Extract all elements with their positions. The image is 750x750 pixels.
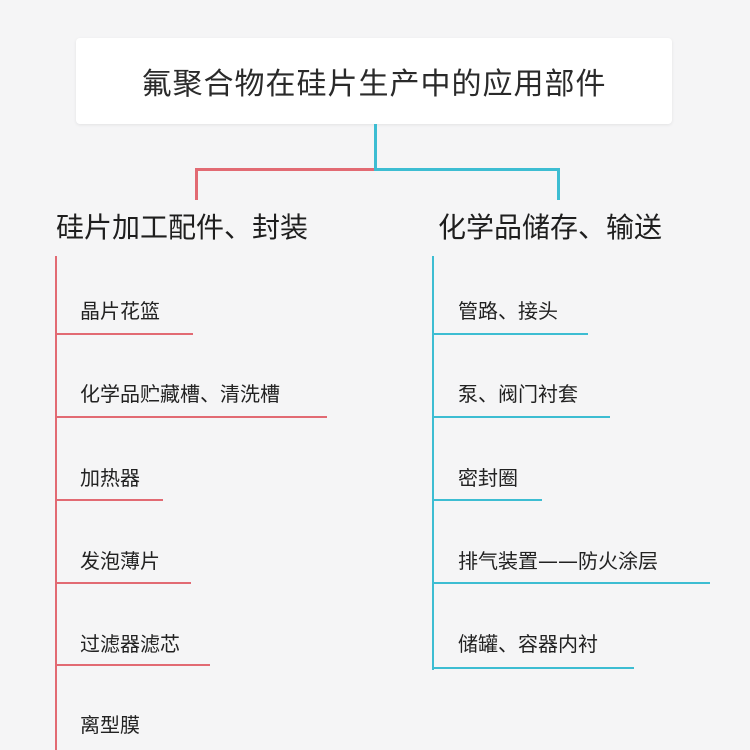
left-item-underline [55,582,191,584]
left-item-underline [55,416,327,418]
right-item: 泵、阀门衬套 [458,382,578,406]
root-stem [374,124,377,170]
right-item-underline [432,416,610,418]
right-branch-title: 化学品储存、输送 [438,211,663,244]
left-drop-connector [195,168,198,200]
left-item: 离型膜 [80,713,140,737]
left-branch-title: 硅片加工配件、封装 [56,211,309,244]
right-item-underline [432,582,710,584]
left-item: 发泡薄片 [80,549,160,573]
left-horizontal-connector [195,168,375,171]
left-branch-spine [55,256,57,750]
left-item: 加热器 [80,466,140,490]
right-item-underline [432,499,542,501]
right-item-underline [432,667,634,669]
right-branch-spine [432,256,434,670]
left-item-underline [55,664,210,666]
left-item: 过滤器滤芯 [80,632,180,656]
left-item-underline [55,333,193,335]
root-title: 氟聚合物在硅片生产中的应用部件 [141,67,607,102]
right-item-underline [432,333,588,335]
right-horizontal-connector [374,168,560,171]
right-item: 管路、接头 [458,299,558,323]
left-item: 化学品贮藏槽、清洗槽 [80,382,280,406]
right-item: 储罐、容器内衬 [458,632,598,656]
left-item-underline [55,499,163,501]
left-item: 晶片花篮 [80,299,160,323]
right-item: 排气装置——防火涂层 [458,549,658,573]
root-node: 氟聚合物在硅片生产中的应用部件 [76,38,672,124]
right-item: 密封圈 [458,466,518,490]
right-drop-connector [557,168,560,200]
